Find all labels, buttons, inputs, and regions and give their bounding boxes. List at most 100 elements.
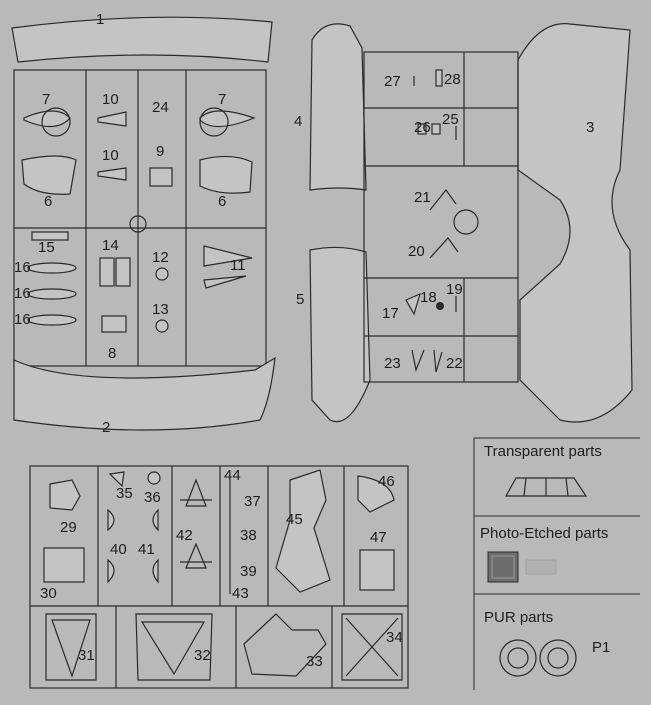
label-16-b: 16 bbox=[14, 285, 31, 302]
label-30: 30 bbox=[40, 585, 57, 602]
label-17: 17 bbox=[382, 305, 399, 322]
label-13: 13 bbox=[152, 301, 169, 318]
part-42-b bbox=[180, 542, 212, 569]
label-20: 20 bbox=[408, 243, 425, 260]
label-10-b: 10 bbox=[102, 147, 119, 164]
legend-transparent-label: Transparent parts bbox=[484, 443, 602, 460]
part-42-a bbox=[180, 478, 212, 507]
part-40-b bbox=[107, 558, 115, 584]
part-14-b bbox=[115, 257, 131, 287]
part-34 bbox=[341, 613, 403, 681]
label-33: 33 bbox=[306, 653, 323, 670]
part-6-left bbox=[21, 155, 77, 195]
sprue-c-frame bbox=[29, 465, 409, 689]
label-24: 24 bbox=[152, 99, 169, 116]
label-36: 36 bbox=[144, 489, 161, 506]
part-46 bbox=[357, 475, 395, 513]
label-4: 4 bbox=[294, 113, 302, 130]
part-16-a bbox=[27, 262, 77, 274]
label-35: 35 bbox=[116, 485, 133, 502]
legend-photo-etched-label: Photo-Etched parts bbox=[480, 525, 608, 542]
sprue-b bbox=[309, 23, 633, 423]
sprue-a-frame bbox=[13, 69, 267, 367]
wing-upper-left-part bbox=[11, 16, 273, 63]
part-35 bbox=[108, 471, 125, 488]
label-22: 22 bbox=[446, 355, 463, 372]
label-31: 31 bbox=[78, 647, 95, 664]
sprue-a-labels: 1 2 6 6 7 7 8 9 10 10 11 12 13 14 15 16 … bbox=[14, 11, 246, 436]
part-29 bbox=[49, 479, 81, 511]
label-16-c: 16 bbox=[14, 311, 31, 328]
part-36 bbox=[147, 471, 161, 485]
part-26-a bbox=[417, 123, 427, 135]
label-18: 18 bbox=[420, 289, 437, 306]
legend: Transparent parts Photo-Etched parts PUR… bbox=[473, 437, 640, 690]
tail-part bbox=[517, 23, 633, 423]
part-18 bbox=[436, 302, 444, 310]
label-21: 21 bbox=[414, 189, 431, 206]
canopy-icon bbox=[504, 477, 588, 497]
label-27: 27 bbox=[384, 73, 401, 90]
part-45 bbox=[275, 469, 331, 593]
photo-etch-fret-icon bbox=[487, 551, 557, 583]
part-20 bbox=[429, 237, 459, 259]
wing-lower-right-part bbox=[309, 246, 371, 423]
label-41: 41 bbox=[138, 541, 155, 558]
label-16-a: 16 bbox=[14, 259, 31, 276]
sprue-c-labels: 29 30 31 32 33 34 35 36 37 38 39 40 41 4… bbox=[40, 467, 403, 670]
wing-upper-right-part bbox=[309, 23, 367, 191]
wing-lower-left-part bbox=[13, 356, 276, 431]
label-15: 15 bbox=[38, 239, 55, 256]
label-43: 43 bbox=[232, 585, 249, 602]
label-8: 8 bbox=[108, 345, 116, 362]
label-2: 2 bbox=[102, 419, 110, 436]
part-10-b bbox=[97, 167, 127, 181]
part-13 bbox=[155, 319, 169, 333]
part-16-c bbox=[27, 314, 77, 326]
part-28 bbox=[435, 69, 443, 87]
label-45: 45 bbox=[286, 511, 303, 528]
part-14-a bbox=[99, 257, 115, 287]
label-12: 12 bbox=[152, 249, 169, 266]
label-29: 29 bbox=[60, 519, 77, 536]
part-15 bbox=[31, 231, 69, 241]
legend-pur-part-label: P1 bbox=[592, 639, 610, 656]
part-7-left bbox=[23, 110, 71, 128]
label-28: 28 bbox=[444, 71, 461, 88]
part-11 bbox=[203, 245, 253, 267]
part-8 bbox=[101, 315, 127, 333]
part-17 bbox=[405, 292, 421, 316]
label-47: 47 bbox=[370, 529, 387, 546]
label-44: 44 bbox=[224, 467, 241, 484]
part-41-b bbox=[152, 558, 159, 584]
part-47 bbox=[359, 549, 395, 591]
part-12 bbox=[155, 267, 169, 281]
legend-pur-label: PUR parts bbox=[484, 609, 553, 626]
label-9: 9 bbox=[156, 143, 164, 160]
label-46: 46 bbox=[378, 473, 395, 490]
label-11: 11 bbox=[230, 257, 246, 274]
part-16-b bbox=[27, 288, 77, 300]
label-37: 37 bbox=[244, 493, 261, 510]
label-6-left: 6 bbox=[44, 193, 52, 210]
part-7-right bbox=[199, 110, 256, 128]
part-30 bbox=[43, 547, 85, 583]
label-19: 19 bbox=[446, 281, 463, 298]
part-26-b bbox=[431, 123, 441, 135]
sprue-c bbox=[29, 465, 409, 689]
part-10-a bbox=[97, 111, 127, 127]
pur-wheel-icon bbox=[499, 639, 577, 677]
part-9 bbox=[149, 167, 173, 187]
label-7-left: 7 bbox=[42, 91, 50, 108]
label-10-a: 10 bbox=[102, 91, 119, 108]
part-33 bbox=[243, 613, 327, 677]
label-40: 40 bbox=[110, 541, 127, 558]
part-40 bbox=[107, 508, 115, 532]
part-41 bbox=[152, 508, 159, 532]
label-1: 1 bbox=[96, 11, 104, 28]
part-6-right bbox=[199, 155, 253, 194]
part-31 bbox=[45, 613, 97, 681]
label-14: 14 bbox=[102, 237, 119, 254]
